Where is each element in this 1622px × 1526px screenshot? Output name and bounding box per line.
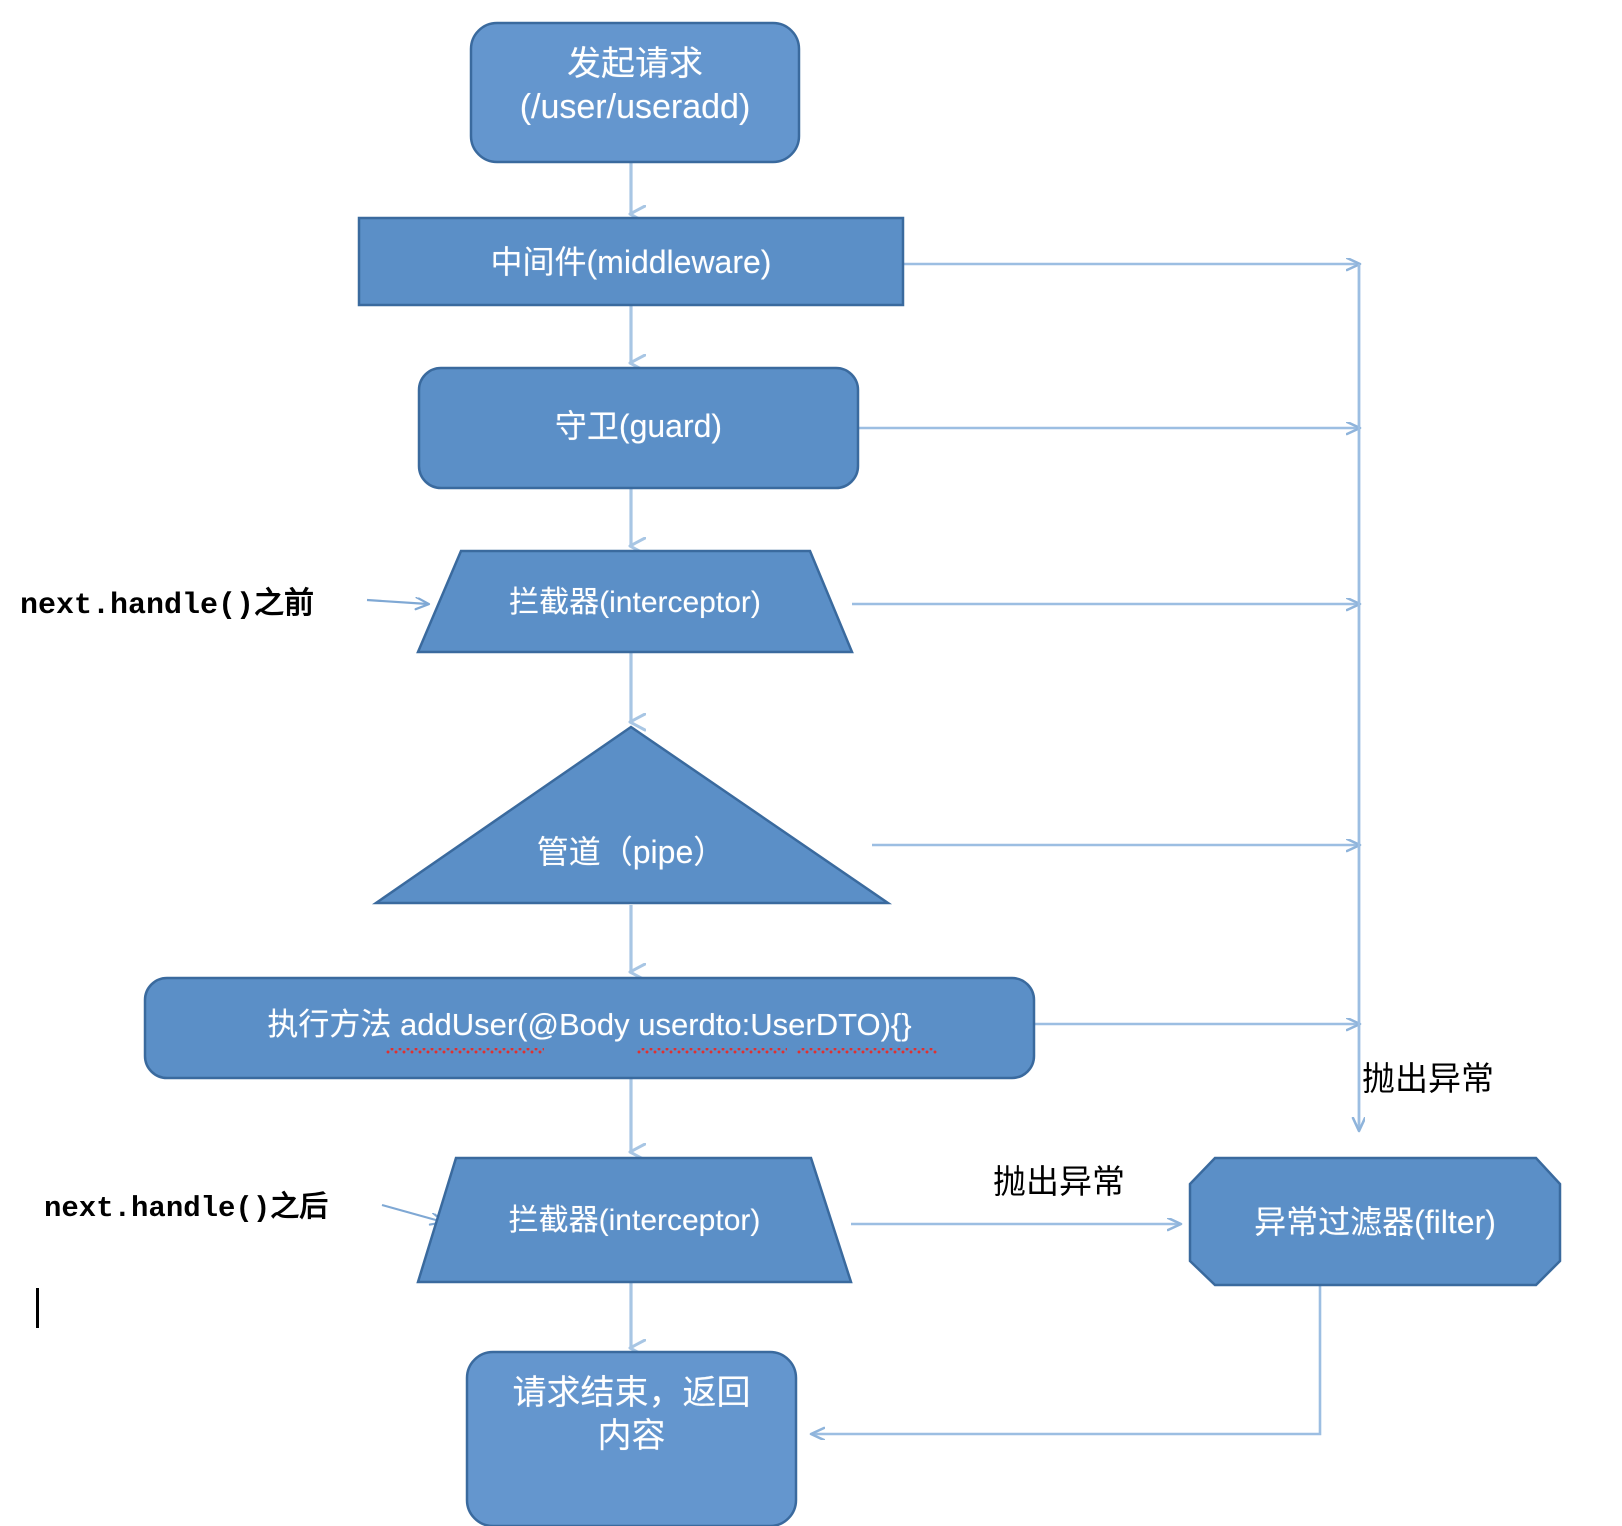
spellcheck-underline-userdto [637,1048,787,1054]
node-interceptor-after-label: 拦截器(interceptor) [508,1204,761,1237]
node-guard-label: 守卫(guard) [554,408,723,444]
label-throw-exception-bottom: 抛出异常 [993,1165,1125,1201]
text-caret [36,1288,39,1328]
spellcheck-underline-adduser [386,1048,544,1054]
label-before-handle: next.handle()之前 [20,589,315,623]
node-middleware-shape [357,216,905,307]
node-request-shape [469,21,801,164]
node-middleware-label: 中间件(middleware) [490,244,772,280]
label-after-handle: next.handle()之后 [44,1192,329,1225]
node-filter-label: 异常过滤器(filter) [1254,1204,1496,1240]
arrow-filter-to-response [812,1285,1322,1434]
node-pipe-label: 管道（pipe） [536,834,726,870]
arrow-after-handle-label [381,1203,443,1222]
node-guard-shape [417,366,860,490]
node-filter-shape [1188,1156,1562,1287]
node-handler-label: 执行方法 addUser(@Body userdto:UserDTO){} [267,1007,912,1042]
node-response-shape [465,1350,798,1526]
spellcheck-underline-userdto-type [797,1048,937,1054]
node-response-label: 请求结束，返回 内容 [512,1374,751,1455]
node-pipe-shape [371,725,893,905]
node-request-label: 发起请求 (/user/useradd) [519,45,751,126]
node-handler-shape [143,976,1036,1080]
node-interceptor-before-shape [416,549,854,654]
label-throw-exception-right: 抛出异常 [1362,1062,1494,1098]
node-interceptor-after-shape [416,1156,853,1284]
arrow-before-handle-label [366,600,428,604]
node-interceptor-before-label: 拦截器(interceptor) [509,586,761,619]
